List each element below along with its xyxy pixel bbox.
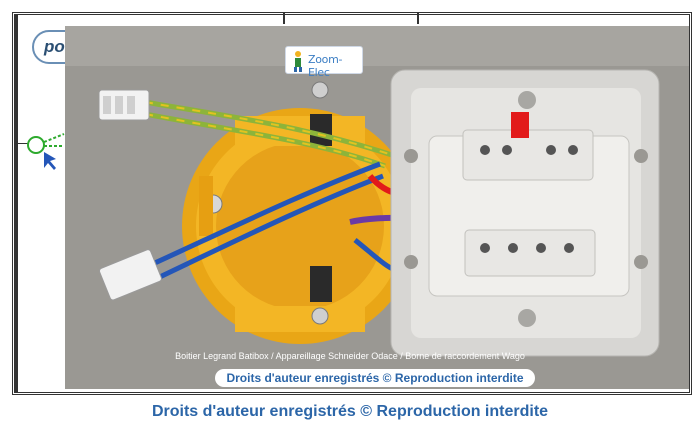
plan-wall — [15, 15, 18, 392]
photo-caption: Boitier Legrand Batibox / Appareillage S… — [175, 351, 525, 361]
switch-mechanism — [390, 69, 660, 357]
electrician-figure-icon — [294, 51, 302, 72]
plan-wall-tick — [417, 12, 419, 24]
lightbox-photo[interactable]: Zoom-Elec — [65, 26, 689, 389]
plan-wall-tick — [283, 12, 285, 24]
lamp-symbol-icon — [27, 133, 65, 170]
switch-wiring-photo — [65, 26, 689, 389]
zoom-elec-logo: Zoom-Elec — [285, 46, 363, 79]
wago-connector-top — [98, 89, 150, 121]
page-copyright-notice: Droits d'auteur enregistrés © Reproducti… — [151, 403, 549, 420]
wago-connector-bottom — [99, 249, 162, 301]
photo-copyright-badge: Droits d'auteur enregistrés © Reproducti… — [215, 369, 535, 387]
plan-wall-tick — [15, 143, 29, 144]
logo-text: Zoom-Elec — [308, 53, 343, 79]
